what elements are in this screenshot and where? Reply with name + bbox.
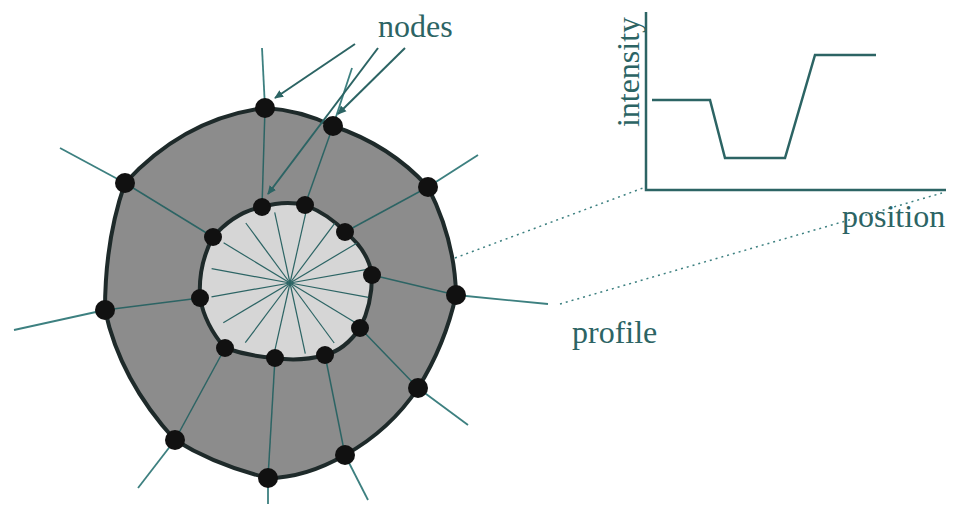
axis-label: position: [842, 200, 945, 232]
profile-lines: [14, 48, 548, 504]
callout-label: profile: [572, 316, 657, 348]
outer-region: [105, 108, 456, 478]
division-lines: [105, 108, 456, 478]
leader-arrows: [268, 44, 405, 194]
callout-label: nodes: [378, 10, 453, 42]
node-dots: [95, 98, 466, 488]
intensity-graph: [646, 12, 946, 190]
spokes: [212, 212, 369, 353]
inner-region: [200, 203, 372, 360]
cross-section: [14, 48, 548, 504]
axis-label: intensity: [612, 17, 644, 127]
